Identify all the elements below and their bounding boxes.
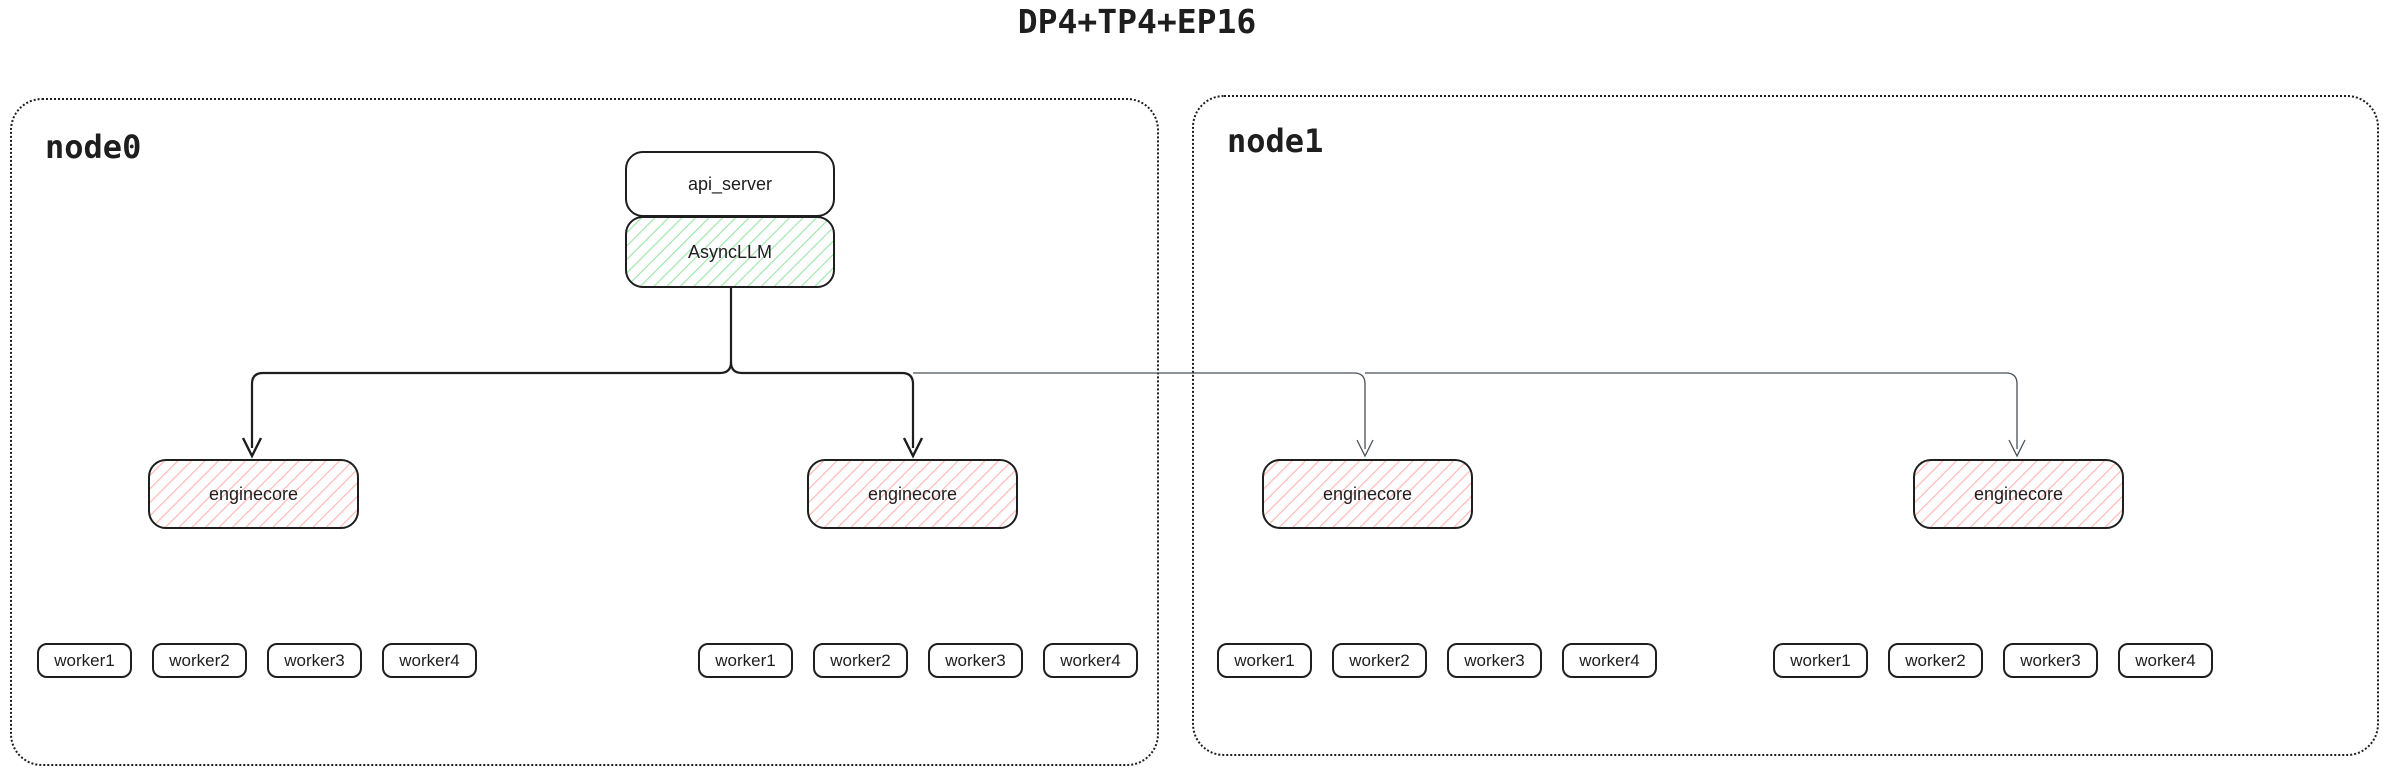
enginecore-box-node0-0: enginecore [148, 459, 359, 529]
worker-box: worker2 [152, 643, 247, 678]
worker-row-node1-1: worker1 worker2 worker3 worker4 [1773, 643, 2213, 678]
worker-label: worker4 [399, 650, 460, 670]
worker-label: worker3 [2020, 650, 2081, 670]
worker-box: worker2 [1888, 643, 1983, 678]
worker-row-node1-0: worker1 worker2 worker3 worker4 [1217, 643, 1657, 678]
worker-box: worker1 [1217, 643, 1312, 678]
enginecore-label: enginecore [208, 483, 299, 504]
worker-box: worker4 [1043, 643, 1138, 678]
worker-box: worker1 [1773, 643, 1868, 678]
worker-label: worker2 [1905, 650, 1966, 670]
worker-label: worker3 [1464, 650, 1525, 670]
enginecore-label: enginecore [1973, 483, 2064, 504]
worker-label: worker1 [715, 650, 776, 670]
worker-row-node0-1: worker1 worker2 worker3 worker4 [698, 643, 1138, 678]
asyncllm-label: AsyncLLM [687, 241, 773, 262]
worker-label: worker3 [284, 650, 345, 670]
worker-box: worker3 [267, 643, 362, 678]
worker-row-node0-0: worker1 worker2 worker3 worker4 [37, 643, 477, 678]
worker-box: worker2 [1332, 643, 1427, 678]
worker-box: worker4 [1562, 643, 1657, 678]
api-server-label: api_server [687, 173, 773, 194]
worker-label: worker4 [1060, 650, 1121, 670]
worker-label: worker1 [1790, 650, 1851, 670]
worker-label: worker2 [830, 650, 891, 670]
worker-label: worker4 [1579, 650, 1640, 670]
enginecore-box-node1-0: enginecore [1262, 459, 1473, 529]
worker-box: worker3 [928, 643, 1023, 678]
worker-box: worker2 [813, 643, 908, 678]
node1-label: node1 [1227, 122, 1324, 160]
node0-label: node0 [45, 128, 142, 166]
diagram-title: DP4+TP4+EP16 [1017, 2, 1257, 41]
asyncllm-box: AsyncLLM [625, 216, 835, 288]
enginecore-label: enginecore [1322, 483, 1413, 504]
worker-label: worker3 [945, 650, 1006, 670]
enginecore-box-node0-1: enginecore [807, 459, 1018, 529]
worker-box: worker1 [37, 643, 132, 678]
worker-box: worker3 [2003, 643, 2098, 678]
enginecore-label: enginecore [867, 483, 958, 504]
worker-box: worker4 [2118, 643, 2213, 678]
worker-box: worker3 [1447, 643, 1542, 678]
worker-box: worker4 [382, 643, 477, 678]
worker-label: worker4 [2135, 650, 2196, 670]
api-server-box: api_server [625, 151, 835, 217]
worker-label: worker1 [1234, 650, 1295, 670]
worker-label: worker2 [1349, 650, 1410, 670]
worker-box: worker1 [698, 643, 793, 678]
worker-label: worker2 [169, 650, 230, 670]
worker-label: worker1 [54, 650, 115, 670]
enginecore-box-node1-1: enginecore [1913, 459, 2124, 529]
